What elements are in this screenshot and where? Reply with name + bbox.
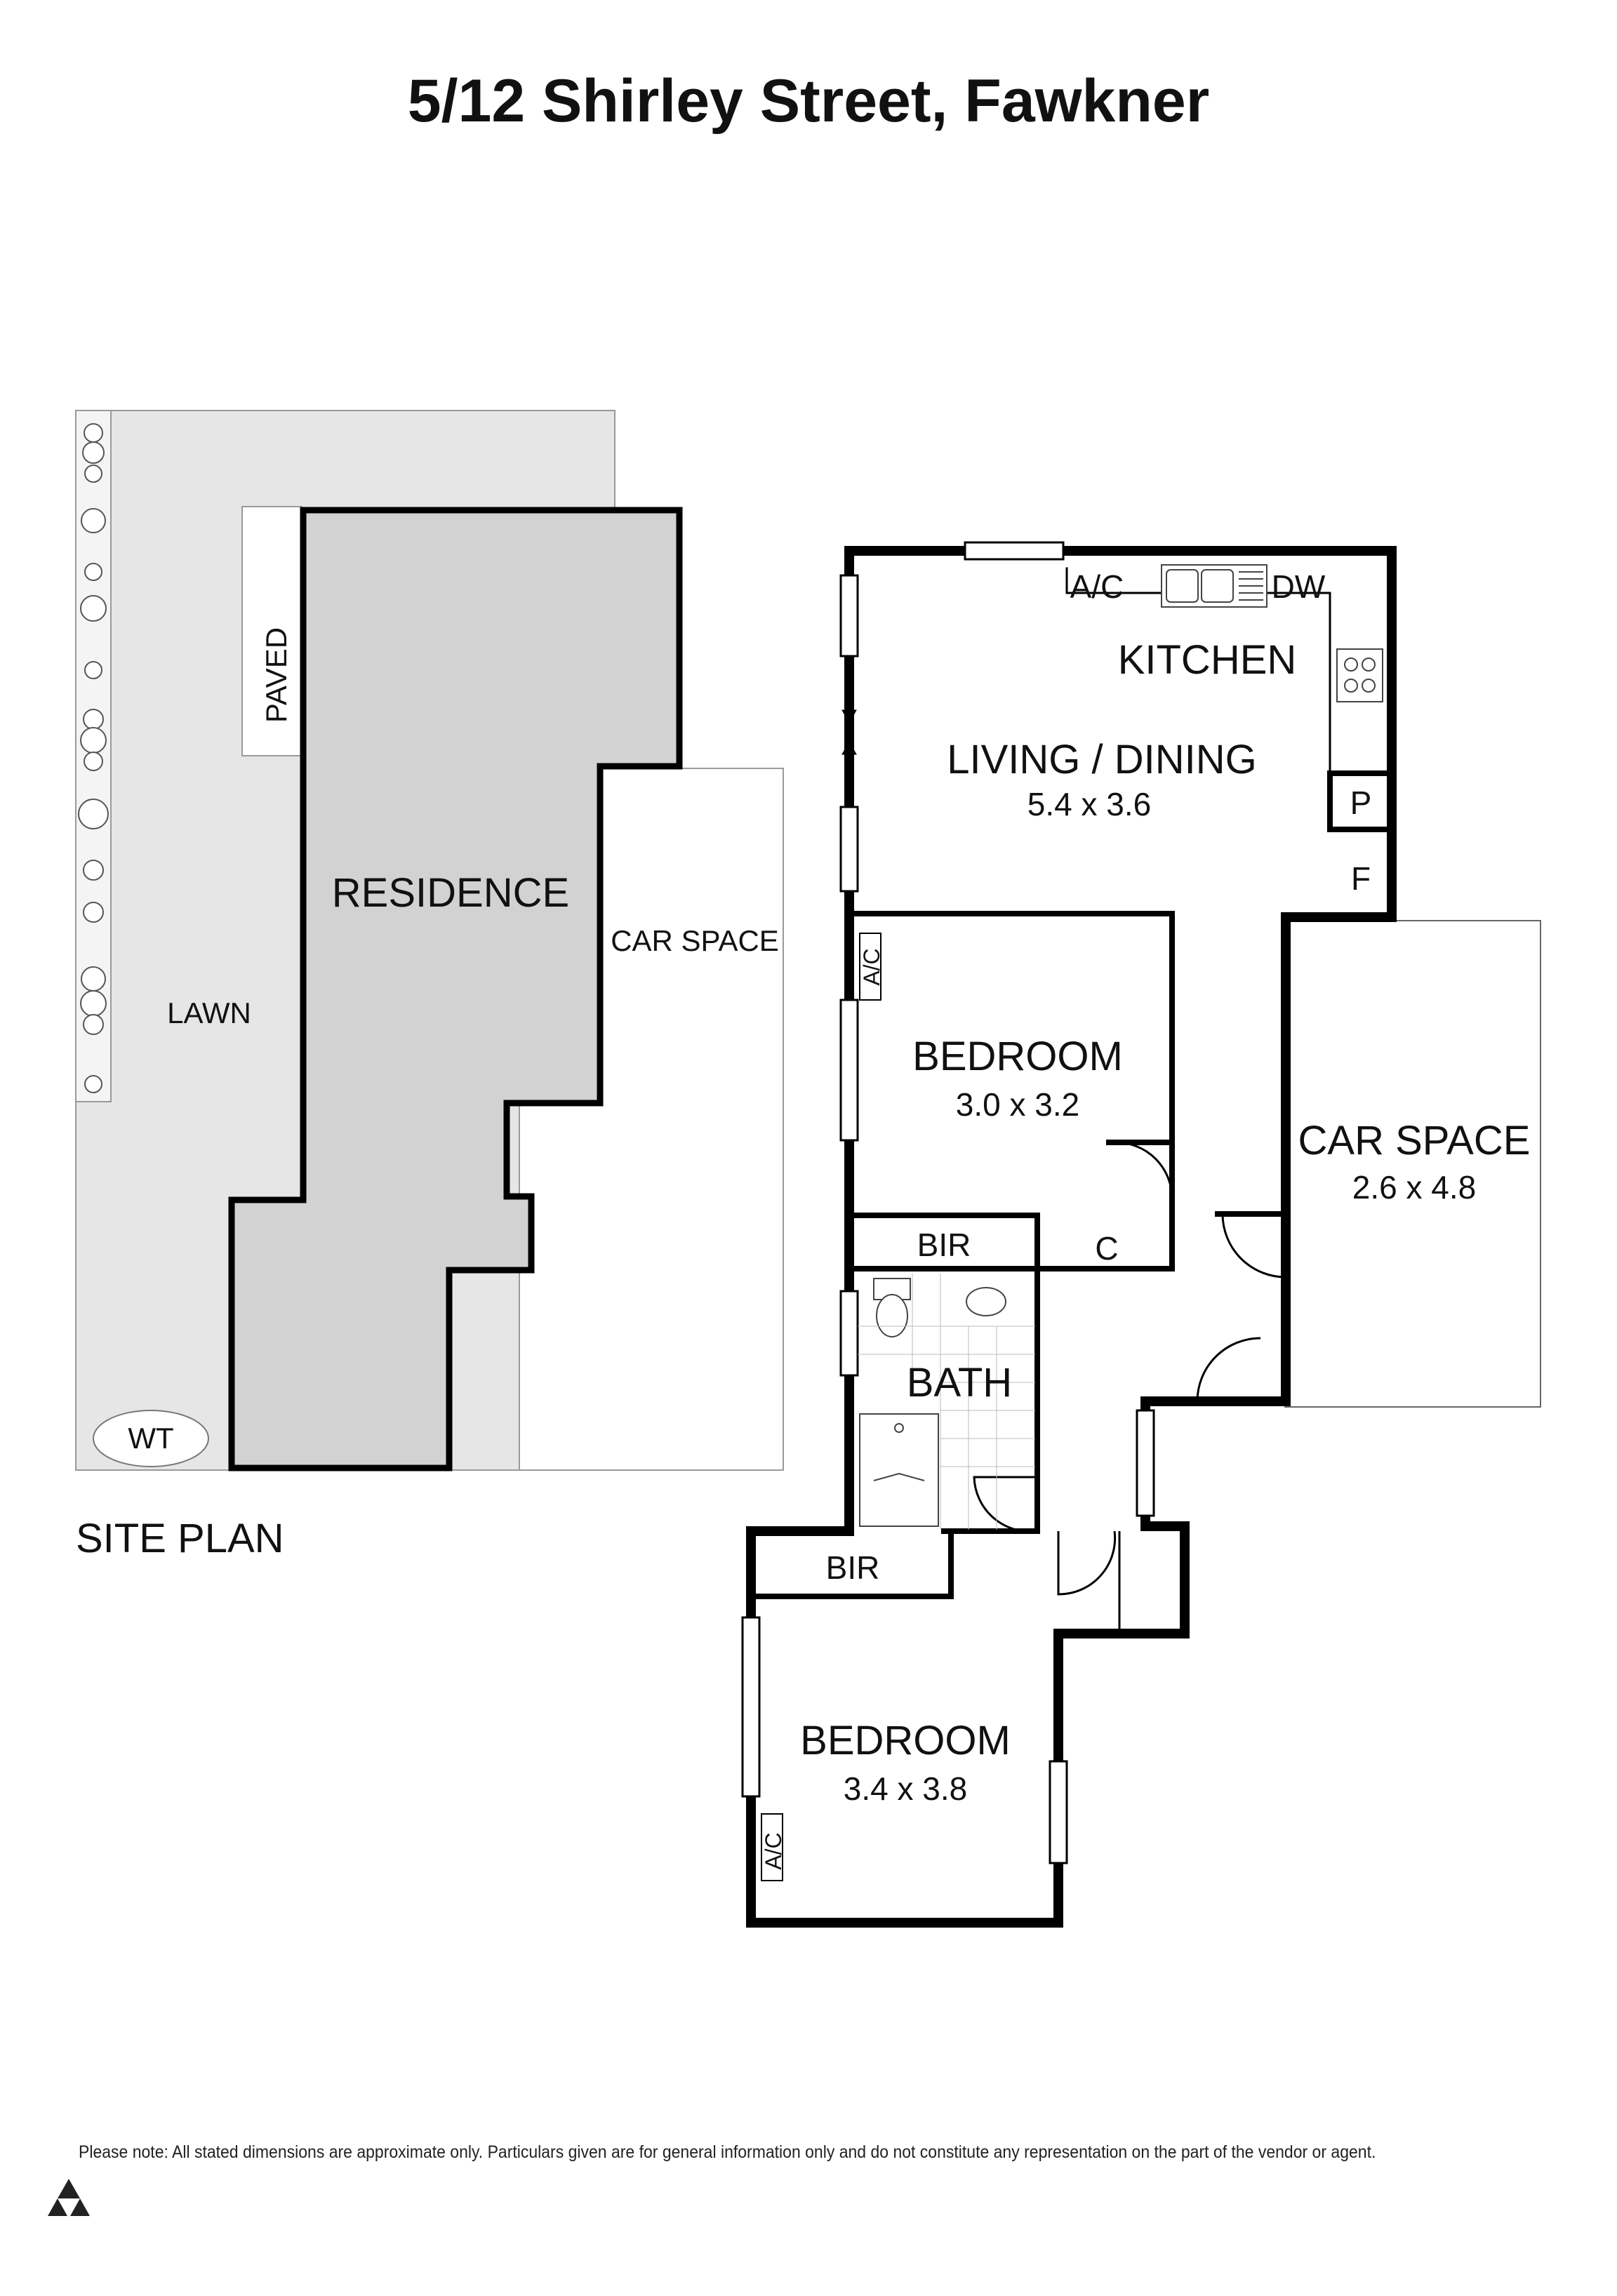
water-tank-icon <box>93 1410 209 1467</box>
living-dining-size: 5.4 x 3.6 <box>1027 786 1151 822</box>
ac-unit-icon <box>859 933 881 1001</box>
site-car-space-label: CAR SPACE <box>611 924 779 957</box>
paved-area <box>241 506 302 756</box>
cupboard-label: C <box>1095 1230 1118 1267</box>
pantry-label: P <box>1350 785 1372 821</box>
page-title: 5/12 Shirley Street, Fawkner <box>407 67 1210 135</box>
floor-plan: A/C DW KITCHEN LIVING / DINING 5.4 x 3.6… <box>741 541 1541 1928</box>
car-space-size: 2.6 x 4.8 <box>1352 1169 1476 1206</box>
bir-label: BIR <box>917 1227 971 1263</box>
bedroom1-size: 3.0 x 3.2 <box>956 1086 1079 1123</box>
doors <box>973 1141 1286 1634</box>
sink-icon <box>1161 564 1267 608</box>
bedroom2-label: BEDROOM <box>800 1718 1011 1763</box>
bath-tiles <box>858 1274 1035 1530</box>
living-dining-label: LIVING / DINING <box>947 737 1257 782</box>
residence-label: RESIDENCE <box>332 870 569 916</box>
windows <box>741 541 1155 1864</box>
site-plan-caption: SITE PLAN <box>76 1516 284 1561</box>
bir-label: BIR <box>826 1549 880 1586</box>
bedroom2-size: 3.4 x 3.8 <box>844 1770 967 1807</box>
ac-label: A/C <box>761 1832 786 1869</box>
dw-label: DW <box>1272 568 1326 605</box>
site-plan: WT PAVED RESIDENCE CAR SPACE LAWN SITE P… <box>75 410 784 1561</box>
paved-label: PAVED <box>260 627 293 723</box>
disclaimer-text: Please note: All stated dimensions are a… <box>79 2142 1376 2162</box>
bedroom1-label: BEDROOM <box>912 1034 1123 1079</box>
car-space-outline <box>1284 920 1541 1408</box>
ac-label: A/C <box>1070 568 1124 605</box>
sliding-door-icon <box>841 698 857 796</box>
bath-label: BATH <box>907 1360 1012 1406</box>
basin-icon <box>966 1287 1006 1316</box>
triangle-logo-icon <box>48 2179 90 2216</box>
car-space-label: CAR SPACE <box>1298 1118 1531 1163</box>
kitchen-label: KITCHEN <box>1118 637 1297 683</box>
residence-footprint <box>228 507 683 1471</box>
wt-label: WT <box>128 1422 173 1455</box>
lawn-label: LAWN <box>167 996 251 1029</box>
bath-fixtures <box>859 1278 1006 1527</box>
cooktop-icon <box>1336 648 1383 702</box>
tree-icon <box>78 423 109 1093</box>
ac-unit-icon <box>761 1813 783 1881</box>
ac-label: A/C <box>859 948 884 985</box>
fridge-label: F <box>1351 860 1371 897</box>
